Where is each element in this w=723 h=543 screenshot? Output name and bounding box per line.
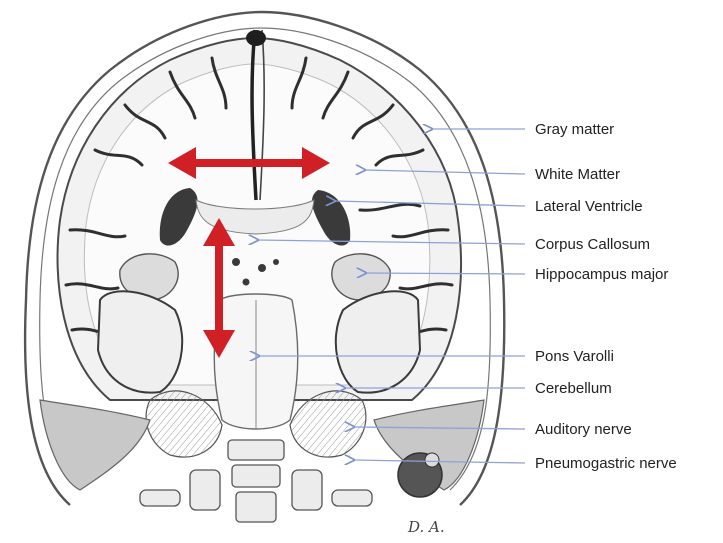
- label-gray-matter: Gray matter: [535, 121, 614, 138]
- artist-signature: D. A.: [407, 518, 445, 536]
- sagittal-sinus: [246, 30, 266, 46]
- label-corpus-callosum: Corpus Callosum: [535, 236, 650, 253]
- label-pons-varolli: Pons Varolli: [535, 348, 614, 365]
- label-pneumogastric-nerve: Pneumogastric nerve: [535, 455, 677, 472]
- label-lateral-ventricle: Lateral Ventricle: [535, 198, 643, 215]
- skull-base-left: [40, 400, 150, 490]
- label-cerebellum: Cerebellum: [535, 380, 612, 397]
- label-white-matter: White Matter: [535, 166, 620, 183]
- label-hippocampus-major: Hippocampus major: [535, 266, 668, 283]
- label-auditory-nerve: Auditory nerve: [535, 421, 632, 438]
